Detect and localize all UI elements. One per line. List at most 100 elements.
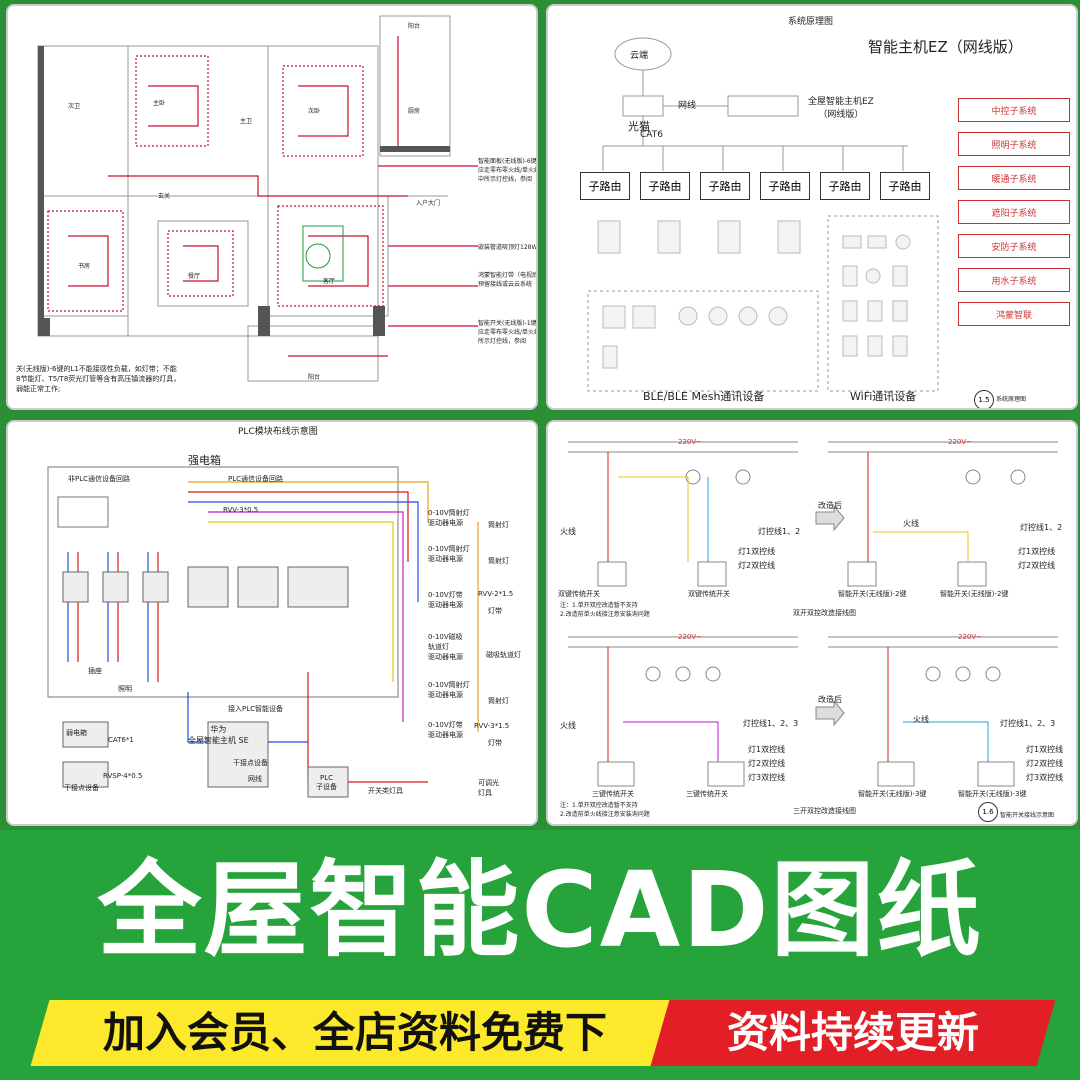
page-caption: 智能开关接线示意图: [1000, 812, 1055, 819]
host-label: 全屋智能主机EZ （网线版）: [808, 97, 874, 120]
load-label: 灯带: [488, 607, 502, 615]
lamp2-line-label: 灯2双控线: [1026, 759, 1064, 768]
control-line-label: 灯控线1、2、3: [1000, 719, 1056, 728]
load-label: 灯带: [488, 739, 502, 747]
switch-label: 三键传统开关: [686, 790, 728, 798]
switch-label: 双键传统开关: [688, 590, 730, 598]
modem-label: 光猫: [628, 120, 650, 133]
rvv-315-label: RVV-3*1.5: [474, 722, 510, 730]
lamp2-line-label: 灯2双控线: [738, 561, 776, 570]
plc-loop-label: PLC通信设备回路: [228, 475, 284, 483]
rvv-05-label: RVV-3*0.5: [223, 506, 259, 514]
router-box: 子路由: [760, 172, 810, 200]
floor-plan-panel: 智能面板(无线版)-6键： 应走零布零火线/单火线+ 中所示灯控线，参阅 嵌装管…: [6, 4, 538, 410]
weak-box-label: 弱电箱: [66, 729, 87, 737]
cat6-label: CAT6: [640, 130, 663, 140]
diagram-heading: 智能主机EZ（网线版）: [868, 38, 1023, 56]
after-retrofit-label: 改造后: [818, 501, 842, 510]
fire-line-label: 火线: [560, 721, 576, 730]
update-ribbon[interactable]: 资料持续更新: [650, 1000, 1056, 1066]
outlet-label: 插座: [88, 667, 102, 675]
page-number-badge: 1.5: [974, 390, 994, 408]
rvsp-label: RVSP-4*0.5: [103, 772, 143, 780]
plc-access-label: 接入PLC智能设备: [228, 705, 284, 713]
plc-wiring-lines: [47, 466, 479, 798]
load-label: 筒射灯: [488, 521, 509, 529]
room-label: 阳台: [408, 23, 421, 30]
switch-label: 三键传统开关: [592, 790, 634, 798]
subsystem-central-control: 中控子系统: [958, 98, 1070, 122]
caption-2key: 双开双控改造接线图: [793, 609, 856, 617]
room-label: 餐厅: [188, 273, 201, 280]
dry-contact-device-label: 干接点设备: [233, 759, 268, 767]
annotation-smart-switch-1key: 智能开关(无线版)-1键： 应走零布零火线/单火线+ 所示灯控线，参阅: [478, 320, 538, 345]
membership-ribbon-text: 加入会员、全店资料免费下: [102, 1008, 607, 1057]
subsystem-hvac: 暖通子系统: [958, 166, 1070, 190]
banner-main-title: 全屋智能CAD图纸: [97, 849, 983, 971]
voltage-label: 220V~: [678, 633, 703, 641]
voltage-label: 220V~: [948, 438, 973, 446]
subsystem-water: 用水子系统: [958, 268, 1070, 292]
load-label: 筒射灯: [488, 697, 509, 705]
switch-lamp-label: 开关类灯具: [368, 787, 403, 795]
plc-wiring-panel: PLC模块布线示意图 强电箱: [6, 420, 538, 826]
fire-line-label: 火线: [913, 715, 929, 724]
control-line-label: 灯控线1、2、3: [743, 719, 799, 728]
after-retrofit-label: 改造后: [818, 695, 842, 704]
driver-label: 0-10V灯带 驱动器电源: [428, 721, 463, 739]
notes-label: 注：1.单开双控改造暂不支持 2.改造前单火线接注意安装询问题: [560, 602, 650, 618]
floor-plan-note: 关(无线版)-6键的L1不能接感性负载，如灯带；不能 8节能灯、T5/T8荧光灯…: [16, 365, 181, 393]
lamp2-line-label: 灯2双控线: [1018, 561, 1056, 570]
driver-label: 0-10V磁吸 轨道灯 驱动器电源: [428, 633, 463, 661]
caption-3key: 三开双控改造接线图: [793, 807, 856, 815]
preview-grid: 智能面板(无线版)-6键： 应走零布零火线/单火线+ 中所示灯控线，参阅 嵌装管…: [0, 0, 1080, 830]
router-box: 子路由: [880, 172, 930, 200]
membership-ribbon[interactable]: 加入会员、全店资料免费下: [30, 1000, 680, 1066]
subsystem-harmony-connect: 鸿蒙智联: [958, 302, 1070, 326]
switch-label: 双键传统开关: [558, 590, 600, 598]
room-label: 主卫: [240, 118, 253, 125]
diagram-title: 系统原理图: [788, 17, 834, 27]
switch-label: 智能开关(无线版)-3键: [858, 790, 927, 798]
ble-devices-label: BLE/BLE Mesh通讯设备: [643, 390, 765, 403]
rvv-15-label: RVV-2*1.5: [478, 590, 514, 598]
fire-line-label: 火线: [560, 527, 576, 536]
subsystem-security: 安防子系统: [958, 234, 1070, 258]
network-cable-label: 网线: [678, 101, 697, 111]
fire-line-label: 火线: [903, 519, 919, 528]
lamp3-line-label: 灯3双控线: [1026, 773, 1064, 782]
room-label: 入户大门: [416, 200, 441, 207]
driver-label: 0-10V筒射灯 驱动器电源: [428, 545, 470, 563]
lighting-label: 照明: [118, 685, 132, 693]
switch-label: 智能开关(无线版)-3键: [958, 790, 1027, 798]
driver-label: 0-10V灯带 驱动器电源: [428, 591, 463, 609]
system-diagram-lines: [587, 37, 939, 392]
control-line-label: 灯控线1、2: [758, 527, 801, 536]
room-label: 厨房: [408, 108, 421, 115]
room-label: 次卫: [68, 103, 81, 110]
power-box-label: 强电箱: [188, 454, 221, 467]
lamp1-line-label: 灯1双控线: [748, 745, 786, 754]
room-label: 玄关: [158, 193, 171, 200]
switch-wiring-lines: [568, 441, 1058, 787]
room-label: 阳台: [308, 374, 321, 381]
load-label: 筒射灯: [488, 557, 509, 565]
wifi-devices-label: WiFi通讯设备: [850, 390, 917, 403]
cloud-label: 云端: [630, 51, 649, 61]
cat6-label: CAT6*1: [108, 736, 134, 744]
notes-label: 注：1.单开双控改造暂不支持 2.改造前单火线接注意安装询问题: [560, 802, 650, 818]
voltage-label: 220V~: [958, 633, 983, 641]
lamp3-line-label: 灯3双控线: [748, 773, 786, 782]
control-line-label: 灯控线1、2: [1020, 523, 1063, 532]
switch-label: 智能开关(无线版)-2键: [940, 590, 1009, 598]
plc-title: PLC模块布线示意图: [238, 427, 318, 437]
lamp1-line-label: 灯1双控线: [738, 547, 776, 556]
page-number-badge: 1.6: [978, 802, 998, 822]
driver-label: 0-10V筒射灯 驱动器电源: [428, 681, 470, 699]
update-ribbon-text: 资料持续更新: [726, 1008, 979, 1057]
switch-wiring-panel: 220V~ 220V~ 220V~ 220V~ 火线 火线 火线 火线 改造后 …: [546, 420, 1078, 826]
dimmable-lamp-label: 可调光 灯具: [478, 779, 499, 797]
annotation-ceiling-light: 嵌装管道吸顶灯128W: [478, 244, 538, 251]
floor-plan-drawing: [37, 15, 478, 382]
system-diagram-panel: 系统原理图 智能主机EZ（网线版）: [546, 4, 1078, 410]
